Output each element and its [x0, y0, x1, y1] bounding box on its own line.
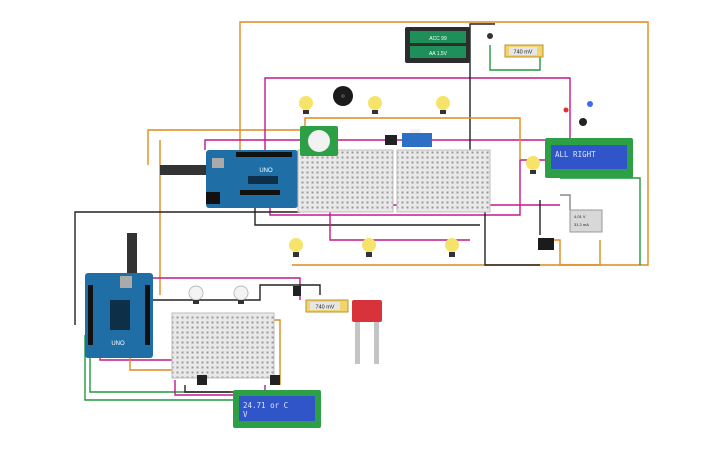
bulb-7[interactable]	[445, 238, 459, 257]
battery-bottom-label: AA 1.5V	[429, 51, 448, 57]
small-display[interactable]: 4.01 V 31.2 mA	[569, 209, 603, 233]
bulbs-upper	[299, 96, 540, 174]
component-chip-upper	[385, 135, 397, 145]
multimeter-2[interactable]: 740 mV	[305, 299, 349, 313]
bulb-9[interactable]	[233, 285, 249, 304]
bulbs-lower	[188, 285, 249, 304]
soil-moisture-sensor[interactable]	[352, 300, 382, 364]
temp-sensor[interactable]	[293, 286, 301, 296]
battery-terminal	[487, 33, 493, 39]
arduino-upper-label: UNO	[259, 168, 273, 174]
servo-motor[interactable]	[402, 129, 432, 147]
breadboard-lower[interactable]	[171, 312, 275, 379]
usb-cable-upper	[160, 165, 206, 175]
usb-cable-lower	[127, 233, 137, 273]
bulb-5[interactable]	[289, 238, 303, 257]
bulb-6[interactable]	[362, 238, 376, 257]
battery-pack[interactable]: ACC 99 AA 1.5V	[405, 27, 470, 63]
potentiometer[interactable]	[579, 118, 587, 126]
small-display-line1: 4.01 V	[574, 214, 586, 219]
multimeter-2-reading: 740 mV	[316, 305, 335, 311]
lcd-lower-line1: 24.71 or C	[243, 401, 288, 410]
pir-sensor[interactable]	[300, 126, 338, 156]
small-display-line2: 31.2 mA	[574, 222, 589, 227]
lcd-upper[interactable]: ALL RIGHT	[545, 138, 633, 178]
bulb-2[interactable]	[368, 96, 382, 114]
component-lower-1	[197, 375, 207, 385]
lcd-lower-line2: V	[243, 410, 248, 419]
relay[interactable]	[538, 238, 554, 250]
led-red-1	[563, 107, 569, 113]
arduino-lower[interactable]: UNO	[85, 273, 153, 358]
lcd-lower[interactable]: 24.71 or C V	[233, 390, 321, 428]
multimeter-1-reading: 740 mV	[514, 50, 533, 56]
buzzer-center	[341, 94, 345, 98]
bulb-4[interactable]	[526, 156, 540, 174]
arduino-upper[interactable]: UNO	[206, 150, 298, 208]
breadboard-upper-left[interactable]	[297, 149, 394, 213]
arduino-lower-label: UNO	[111, 341, 125, 347]
bulb-3[interactable]	[436, 96, 450, 114]
bulb-8[interactable]	[188, 285, 204, 304]
multimeter-1[interactable]: 740 mV	[504, 44, 544, 58]
bulbs-upper-bottom	[289, 238, 459, 257]
lcd-upper-line1: ALL RIGHT	[555, 150, 596, 159]
led-blue	[587, 101, 593, 107]
bulb-1[interactable]	[299, 96, 313, 114]
breadboard-upper-right[interactable]	[396, 149, 491, 213]
component-lower-2	[270, 375, 280, 385]
battery-top-label: ACC 99	[429, 36, 447, 42]
